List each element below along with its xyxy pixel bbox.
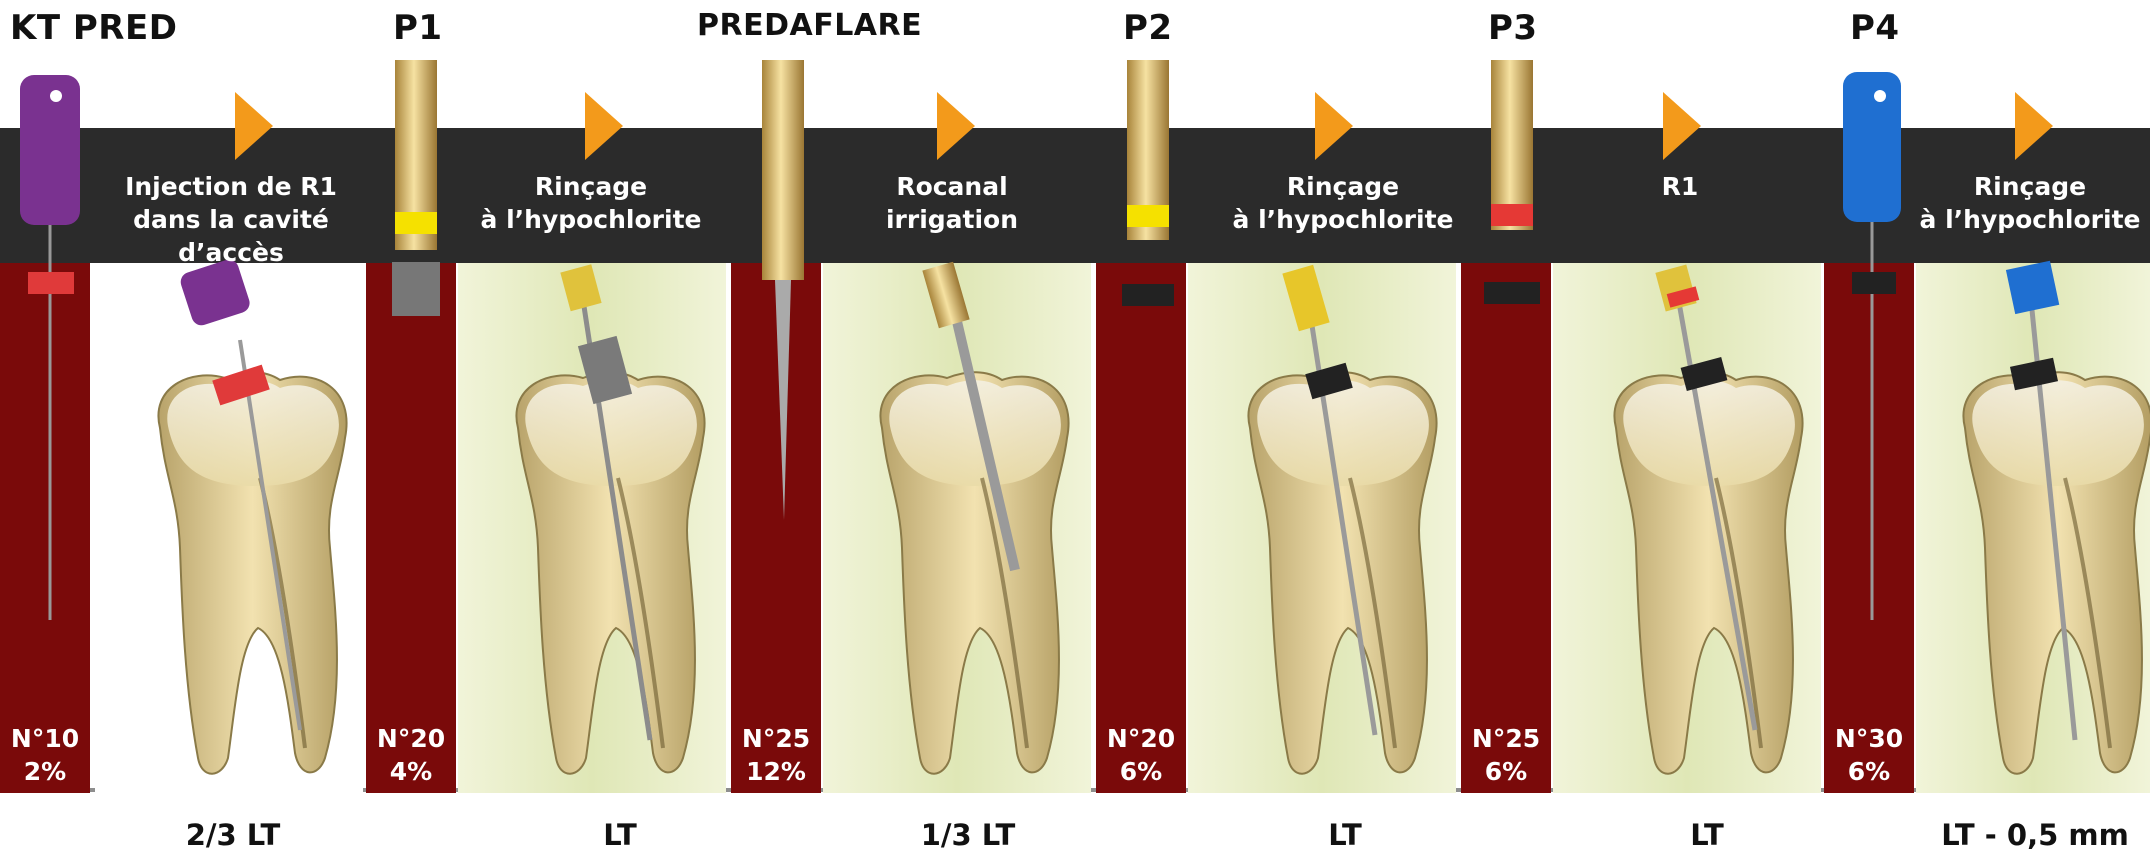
step-label-5: R1 <box>1530 170 1830 203</box>
file-kt-pred <box>20 75 80 620</box>
tooth-4 <box>1248 372 1436 774</box>
file-p1 <box>392 60 440 640</box>
arrow-icon <box>2015 92 2053 160</box>
arrow-icon <box>937 92 975 160</box>
arrow-icon <box>1315 92 1353 160</box>
depth-label: LT - 0,5 mm <box>1905 818 2150 852</box>
arrow-icon <box>1663 92 1701 160</box>
tooth-5 <box>1614 372 1802 774</box>
arrow-icon <box>235 92 273 160</box>
file-title: KT PRED <box>10 8 177 48</box>
file-p4 <box>1843 72 1901 620</box>
file-predaflare <box>762 60 804 520</box>
file-p3 <box>1484 60 1540 635</box>
depth-label: LT <box>1215 818 1475 852</box>
file-title: PREDAFLARE <box>697 8 922 43</box>
file-title: P2 <box>1123 8 1173 48</box>
depth-label: LT <box>490 818 750 852</box>
file-title: P3 <box>1488 8 1538 48</box>
file-title: P1 <box>393 8 443 48</box>
tooth-2 <box>516 372 704 774</box>
arrow-icon <box>585 92 623 160</box>
file-title: P4 <box>1850 8 1900 48</box>
depth-label: LT <box>1577 818 1837 852</box>
file-p2 <box>1122 60 1174 630</box>
tooth-3 <box>880 372 1068 774</box>
depth-label: 1/3 LT <box>838 818 1098 852</box>
depth-label: 2/3 LT <box>103 818 363 852</box>
